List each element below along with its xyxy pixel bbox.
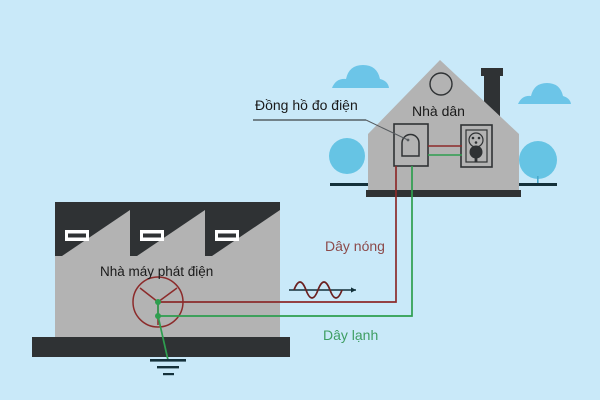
outlet-plug-icon	[469, 145, 483, 159]
ac-sine-wave-icon	[289, 281, 356, 299]
house-label: Nhà dân	[412, 103, 465, 119]
factory-windows	[65, 230, 239, 241]
cold-wire-path	[158, 166, 413, 317]
chimney-cap	[481, 68, 503, 76]
electric-meter[interactable]	[393, 123, 429, 167]
factory-ground-slab	[32, 337, 290, 357]
ground-line-left	[330, 183, 370, 186]
factory-roof-tooth-3	[205, 202, 280, 256]
meter-label: Đồng hồ đo điện	[255, 97, 358, 113]
power-plant	[32, 202, 290, 357]
roof-vent-circle-icon	[429, 72, 453, 96]
bush-right-icon	[519, 141, 557, 186]
cold-wire-label: Dây lạnh	[323, 327, 378, 343]
factory-roof-tooth-2	[130, 202, 205, 256]
hot-wire-path	[158, 166, 397, 303]
wall-outlet[interactable]	[460, 124, 493, 168]
bush-left-icon	[329, 138, 365, 174]
power-plant-label: Nhà máy phát điện	[100, 264, 213, 279]
ground-line-right	[513, 183, 557, 186]
cloud-left-icon	[332, 65, 389, 88]
cloud-right-icon	[518, 83, 571, 104]
house	[366, 60, 521, 197]
factory-body	[55, 203, 280, 340]
meter-label-group: Đồng hồ đo điện	[253, 97, 410, 142]
ground-wire-path	[157, 315, 169, 361]
house-foundation	[366, 190, 521, 197]
earth-ground-symbol-icon	[150, 359, 186, 376]
factory-roof-tooth-1	[55, 202, 130, 256]
hot-wire-label: Dây nóng	[325, 238, 385, 254]
meter-dial-icon	[401, 133, 420, 157]
